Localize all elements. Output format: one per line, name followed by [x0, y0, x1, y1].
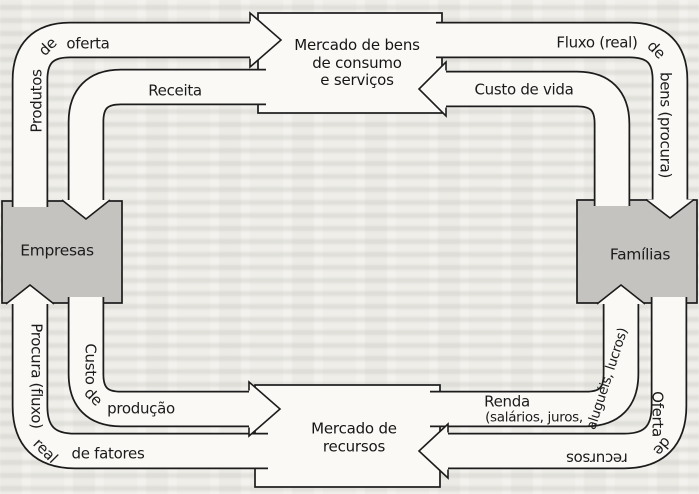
flow-label-custo-de-vida: Custo de vida [474, 80, 574, 99]
arrowhead-into-resource-market-right [417, 422, 449, 480]
arrowhead-into-firms-top [61, 199, 111, 221]
resource-market-box [254, 384, 441, 488]
flow-label-recursos: recursos [566, 449, 628, 468]
households-label: Famílias [609, 245, 671, 264]
flow-label-de-fatores: de fatores [71, 444, 145, 463]
channel-income [430, 302, 640, 428]
firms-box [1, 200, 123, 304]
channel-production-cost [67, 297, 249, 428]
arrowhead-into-goods-market-right [417, 60, 447, 118]
goods-market-label-line1: Mercado de bens [294, 35, 420, 54]
arrowhead-into-households-bottom [596, 283, 646, 305]
flow-label-renda: Renda [484, 392, 530, 411]
channel-factor-demand [11, 302, 268, 470]
goods-market-label-line2: de consumo [312, 53, 402, 72]
flow-label-products: Produtos [27, 69, 46, 133]
arrowhead-into-firms-bottom [5, 283, 55, 305]
flow-label-procura-fluxo: Procura (fluxo) [27, 323, 46, 429]
flow-label-salarios-juros: (salários, juros, [485, 409, 583, 426]
channel-resource-supply [448, 297, 688, 470]
channel-products-supply [11, 21, 250, 207]
flow-label-custo: Custo [81, 343, 100, 385]
resource-market-label-line2: recursos [322, 437, 386, 455]
arrowhead-into-resource-market-left [248, 380, 282, 438]
goods-market-label-line3: e serviços [320, 70, 394, 89]
channel-goods-flow [436, 21, 689, 201]
flow-label-oferta: oferta [66, 34, 110, 53]
channel-revenue [67, 68, 266, 202]
arrowhead-into-goods-market-left [249, 11, 283, 69]
resource-market-label: Mercado de recursos [311, 419, 397, 456]
firms-label: Empresas [20, 241, 94, 260]
flow-label-fluxo-real: Fluxo (real) [556, 33, 638, 52]
resource-market-label-line1: Mercado de [311, 419, 397, 438]
channel-cost-of-living [446, 70, 631, 206]
flow-label-bens-procura: bens (procura) [656, 72, 675, 178]
goods-market-box [257, 12, 443, 114]
flow-label-oferta2: Oferta [648, 391, 667, 437]
flow-label-receita: Receita [148, 81, 202, 100]
arrowhead-into-households-top [645, 198, 695, 220]
goods-market-label: Mercado de bens de consumo e serviços [294, 35, 420, 90]
flow-label-producao: produção [107, 399, 175, 418]
